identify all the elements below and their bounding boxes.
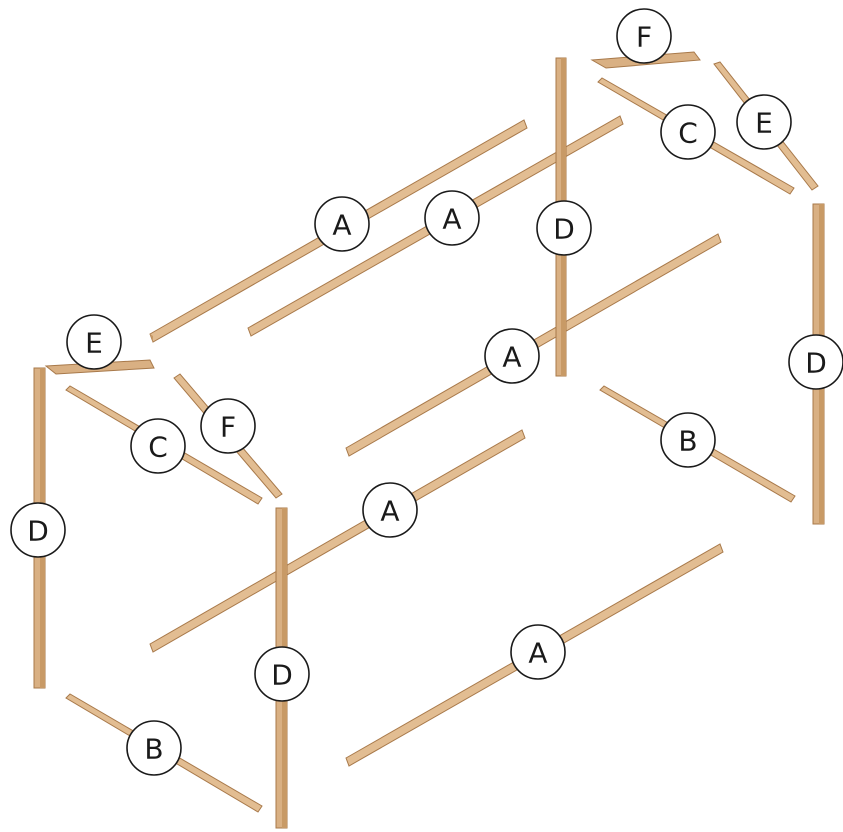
label-e-2: E — [66, 314, 122, 370]
label-a-4: A — [362, 482, 418, 538]
label-d-4: D — [254, 646, 310, 702]
label-b-1: B — [660, 412, 716, 468]
label-d-1-text: D — [553, 213, 575, 246]
label-a-5: A — [510, 624, 566, 680]
label-b-1-text: B — [678, 425, 697, 458]
label-a-3: A — [484, 328, 540, 384]
label-c-1-text: C — [678, 117, 698, 150]
label-d-2: D — [788, 334, 843, 390]
label-f-1-text: F — [636, 21, 652, 54]
label-b-2: B — [126, 720, 182, 776]
label-a-5-text: A — [528, 637, 547, 670]
label-f-2-text: F — [220, 411, 236, 444]
label-d-1: D — [536, 200, 592, 256]
label-d-3-text: D — [27, 515, 49, 548]
label-d-4-text: D — [271, 659, 293, 692]
label-a-1: A — [314, 196, 370, 252]
label-c-2-text: C — [148, 431, 168, 464]
label-a-2: A — [424, 190, 480, 246]
label-f-1: F — [616, 8, 672, 64]
label-c-2: C — [130, 418, 186, 474]
label-a-3-text: A — [502, 341, 521, 374]
label-a-4-text: A — [380, 495, 399, 528]
label-a-1-text: A — [332, 209, 351, 242]
label-b-2-text: B — [144, 733, 163, 766]
label-e-1: E — [736, 94, 792, 150]
label-c-1: C — [660, 104, 716, 160]
label-d-3: D — [10, 502, 66, 558]
label-f-2: F — [200, 398, 256, 454]
label-d-2-text: D — [805, 347, 827, 380]
beam-a-lower-left — [149, 429, 526, 653]
label-a-2-text: A — [442, 203, 461, 236]
label-e-1-text: E — [755, 107, 773, 140]
label-e-2-text: E — [85, 327, 103, 360]
